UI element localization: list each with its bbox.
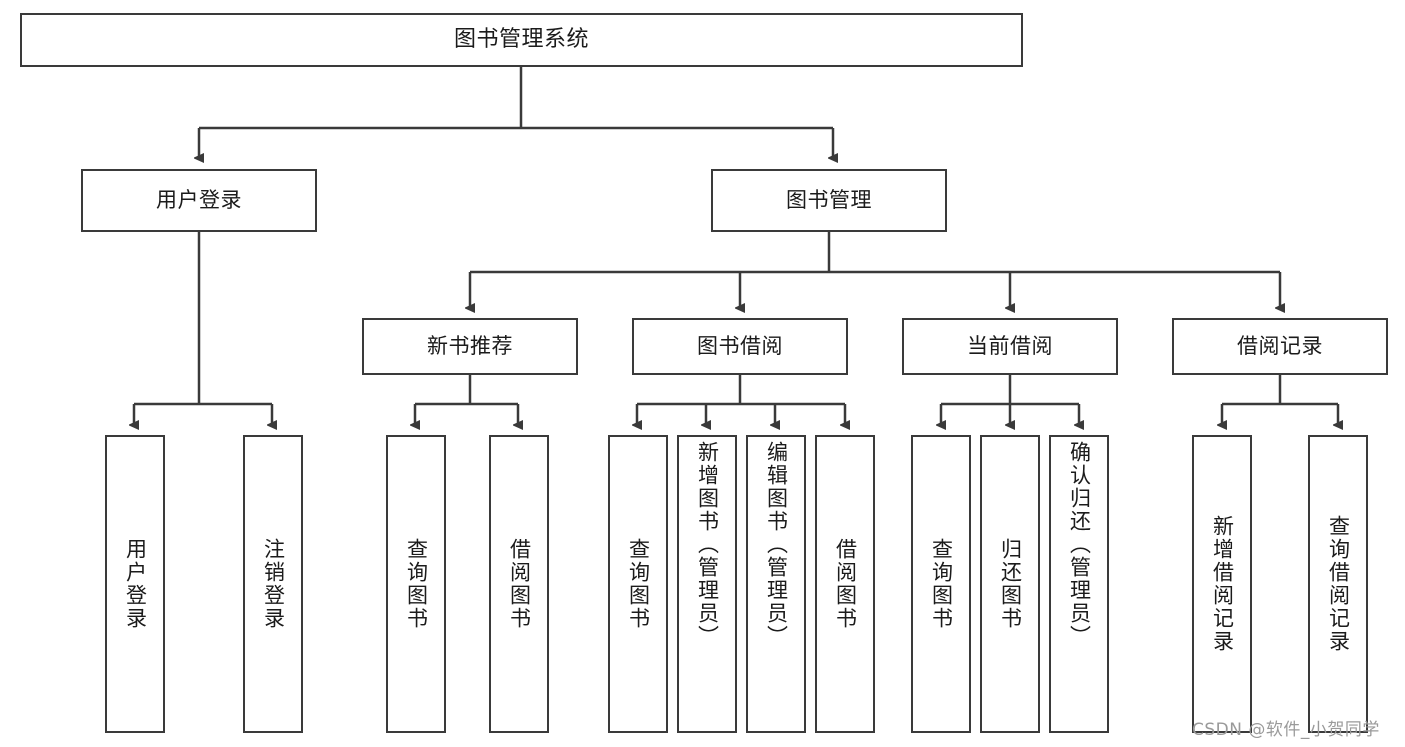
node-book-borrow-label: 图书借阅	[697, 334, 783, 359]
node-leaf-add-record-label: 新增借阅记录	[1210, 515, 1235, 653]
node-book-management[interactable]: 图书管理	[711, 169, 947, 232]
node-leaf-query-book-2[interactable]: 查询图书	[608, 435, 668, 733]
csdn-watermark: CSDN @软件_小贺同学	[1192, 720, 1380, 740]
node-current-borrow-label: 当前借阅	[967, 334, 1053, 359]
node-borrow-record[interactable]: 借阅记录	[1172, 318, 1388, 375]
node-leaf-add-book[interactable]: 新增图书（管理员）	[677, 435, 737, 733]
node-leaf-user-login-label: 用户登录	[123, 538, 148, 630]
node-new-book-recommend[interactable]: 新书推荐	[362, 318, 578, 375]
node-leaf-borrow-book-2[interactable]: 借阅图书	[815, 435, 875, 733]
node-new-book-recommend-label: 新书推荐	[427, 334, 513, 359]
node-leaf-confirm-return-label: 确认归还（管理员）	[1067, 441, 1092, 648]
node-root-label: 图书管理系统	[453, 27, 589, 53]
node-leaf-borrow-book-1[interactable]: 借阅图书	[489, 435, 549, 733]
node-book-borrow[interactable]: 图书借阅	[632, 318, 848, 375]
node-borrow-record-label: 借阅记录	[1237, 334, 1323, 359]
node-leaf-user-logout-label: 注销登录	[261, 538, 286, 630]
node-leaf-user-logout[interactable]: 注销登录	[243, 435, 303, 733]
node-user-login[interactable]: 用户登录	[81, 169, 317, 232]
node-root[interactable]: 图书管理系统	[20, 13, 1023, 67]
node-leaf-edit-book-label: 编辑图书（管理员）	[764, 441, 789, 648]
node-leaf-borrow-book-2-label: 借阅图书	[833, 538, 858, 630]
node-leaf-add-book-label: 新增图书（管理员）	[695, 441, 720, 648]
node-leaf-return-book-label: 归还图书	[998, 538, 1023, 630]
node-leaf-query-record-label: 查询借阅记录	[1326, 515, 1351, 653]
node-leaf-add-record[interactable]: 新增借阅记录	[1192, 435, 1252, 733]
node-leaf-user-login[interactable]: 用户登录	[105, 435, 165, 733]
node-user-login-label: 用户登录	[156, 188, 242, 213]
node-book-management-label: 图书管理	[786, 188, 872, 213]
node-leaf-query-record[interactable]: 查询借阅记录	[1308, 435, 1368, 733]
node-current-borrow[interactable]: 当前借阅	[902, 318, 1118, 375]
node-leaf-query-book-1-label: 查询图书	[404, 538, 429, 630]
node-leaf-query-book-3-label: 查询图书	[929, 538, 954, 630]
node-leaf-return-book[interactable]: 归还图书	[980, 435, 1040, 733]
node-leaf-edit-book[interactable]: 编辑图书（管理员）	[746, 435, 806, 733]
node-leaf-query-book-1[interactable]: 查询图书	[386, 435, 446, 733]
node-leaf-borrow-book-1-label: 借阅图书	[507, 538, 532, 630]
node-leaf-query-book-3[interactable]: 查询图书	[911, 435, 971, 733]
node-leaf-query-book-2-label: 查询图书	[626, 538, 651, 630]
node-leaf-confirm-return[interactable]: 确认归还（管理员）	[1049, 435, 1109, 733]
